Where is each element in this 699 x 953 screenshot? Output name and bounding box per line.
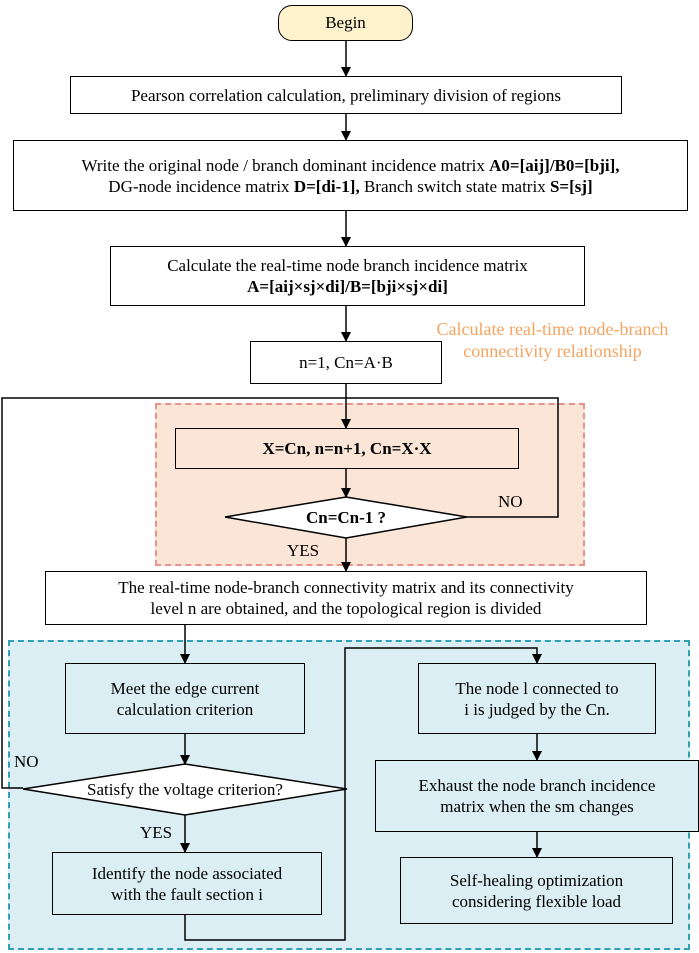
result-step: The real-time node-branch connectivity m… [45,571,647,625]
connectivity-region-label: Calculate real-time node-branch connecti… [436,319,669,361]
edge-current-line2: calculation criterion [116,699,254,719]
node-judged-line1: The node l connected to [455,678,619,698]
switch-state-formula: S=[sj] [549,176,593,196]
node-judged-line2: i is judged by the Cn. [464,699,610,719]
realtime-matrix-line1: Calculate the real-time node branch inci… [167,256,528,275]
identify-node-line1: Identify the node associated [91,863,283,883]
connectivity-decision-shape [224,496,468,539]
self-healing-line2: considering flexible load [451,891,621,911]
begin-label: Begin [325,13,366,32]
begin-terminal: Begin [278,5,413,41]
edge-current-line1: Meet the edge current [110,678,260,698]
voltage-decision-shape [22,763,348,816]
init-step: n=1, Cn=A·B [250,341,442,384]
self-healing-step: Self-healing optimization considering fl… [400,857,673,924]
loop-step-text: X=Cn, n=n+1, Cn=X·X [262,439,432,458]
exhaust-matrix-step: Exhaust the node branch incidence matrix… [375,760,699,832]
result-step-line1: The real-time node-branch connectivity m… [118,578,574,597]
dg-node-formula: D=[di-1], [293,176,360,196]
incidence-matrix-line1: Write the original node / branch dominan… [82,155,620,176]
incidence-matrix-line2: DG-node incidence matrix D=[di-1], Branc… [108,176,592,197]
pearson-step: Pearson correlation calculation, prelimi… [70,76,622,114]
switch-state-text: Branch switch state matrix [359,176,550,196]
dg-node-text: DG-node incidence matrix [108,176,294,196]
loop-step: X=Cn, n=n+1, Cn=X·X [175,428,519,469]
voltage-no-label: NO [14,752,39,771]
result-step-line2: level n are obtained, and the topologica… [150,599,542,618]
self-healing-line1: Self-healing optimization [449,870,624,890]
connectivity-yes-label: YES [287,541,320,560]
exhaust-matrix-line1: Exhaust the node branch incidence [418,776,656,795]
init-step-text: n=1, Cn=A·B [299,353,393,372]
voltage-yes-label: YES [140,823,173,842]
voltage-decision: Satisfy the voltage criterion? [23,764,347,815]
realtime-matrix-formula: A=[aij×sj×di]/B=[bji×sj×di] [247,277,448,296]
identify-node-line2: with the fault section i [110,884,264,904]
identify-node-step: Identify the node associated with the fa… [52,852,322,915]
incidence-matrix-line1-text: Write the original node / branch dominan… [81,155,490,175]
realtime-matrix-step: Calculate the real-time node branch inci… [110,246,585,306]
pearson-step-text: Pearson correlation calculation, prelimi… [130,85,562,105]
connectivity-decision: Cn=Cn-1 ? [225,497,467,538]
exhaust-matrix-line2: matrix when the sm changes [440,797,634,816]
incidence-matrix-formula-a0b0: A0=[aij]/B0=[bji], [489,155,620,175]
connectivity-no-label: NO [498,492,523,511]
edge-current-step: Meet the edge current calculation criter… [65,663,305,734]
node-judged-step: The node l connected to i is judged by t… [418,663,656,734]
voltage-decision-text: Satisfy the voltage criterion? [87,779,283,799]
connectivity-decision-text: Cn=Cn-1 ? [305,507,387,527]
incidence-matrix-step: Write the original node / branch dominan… [13,140,688,211]
